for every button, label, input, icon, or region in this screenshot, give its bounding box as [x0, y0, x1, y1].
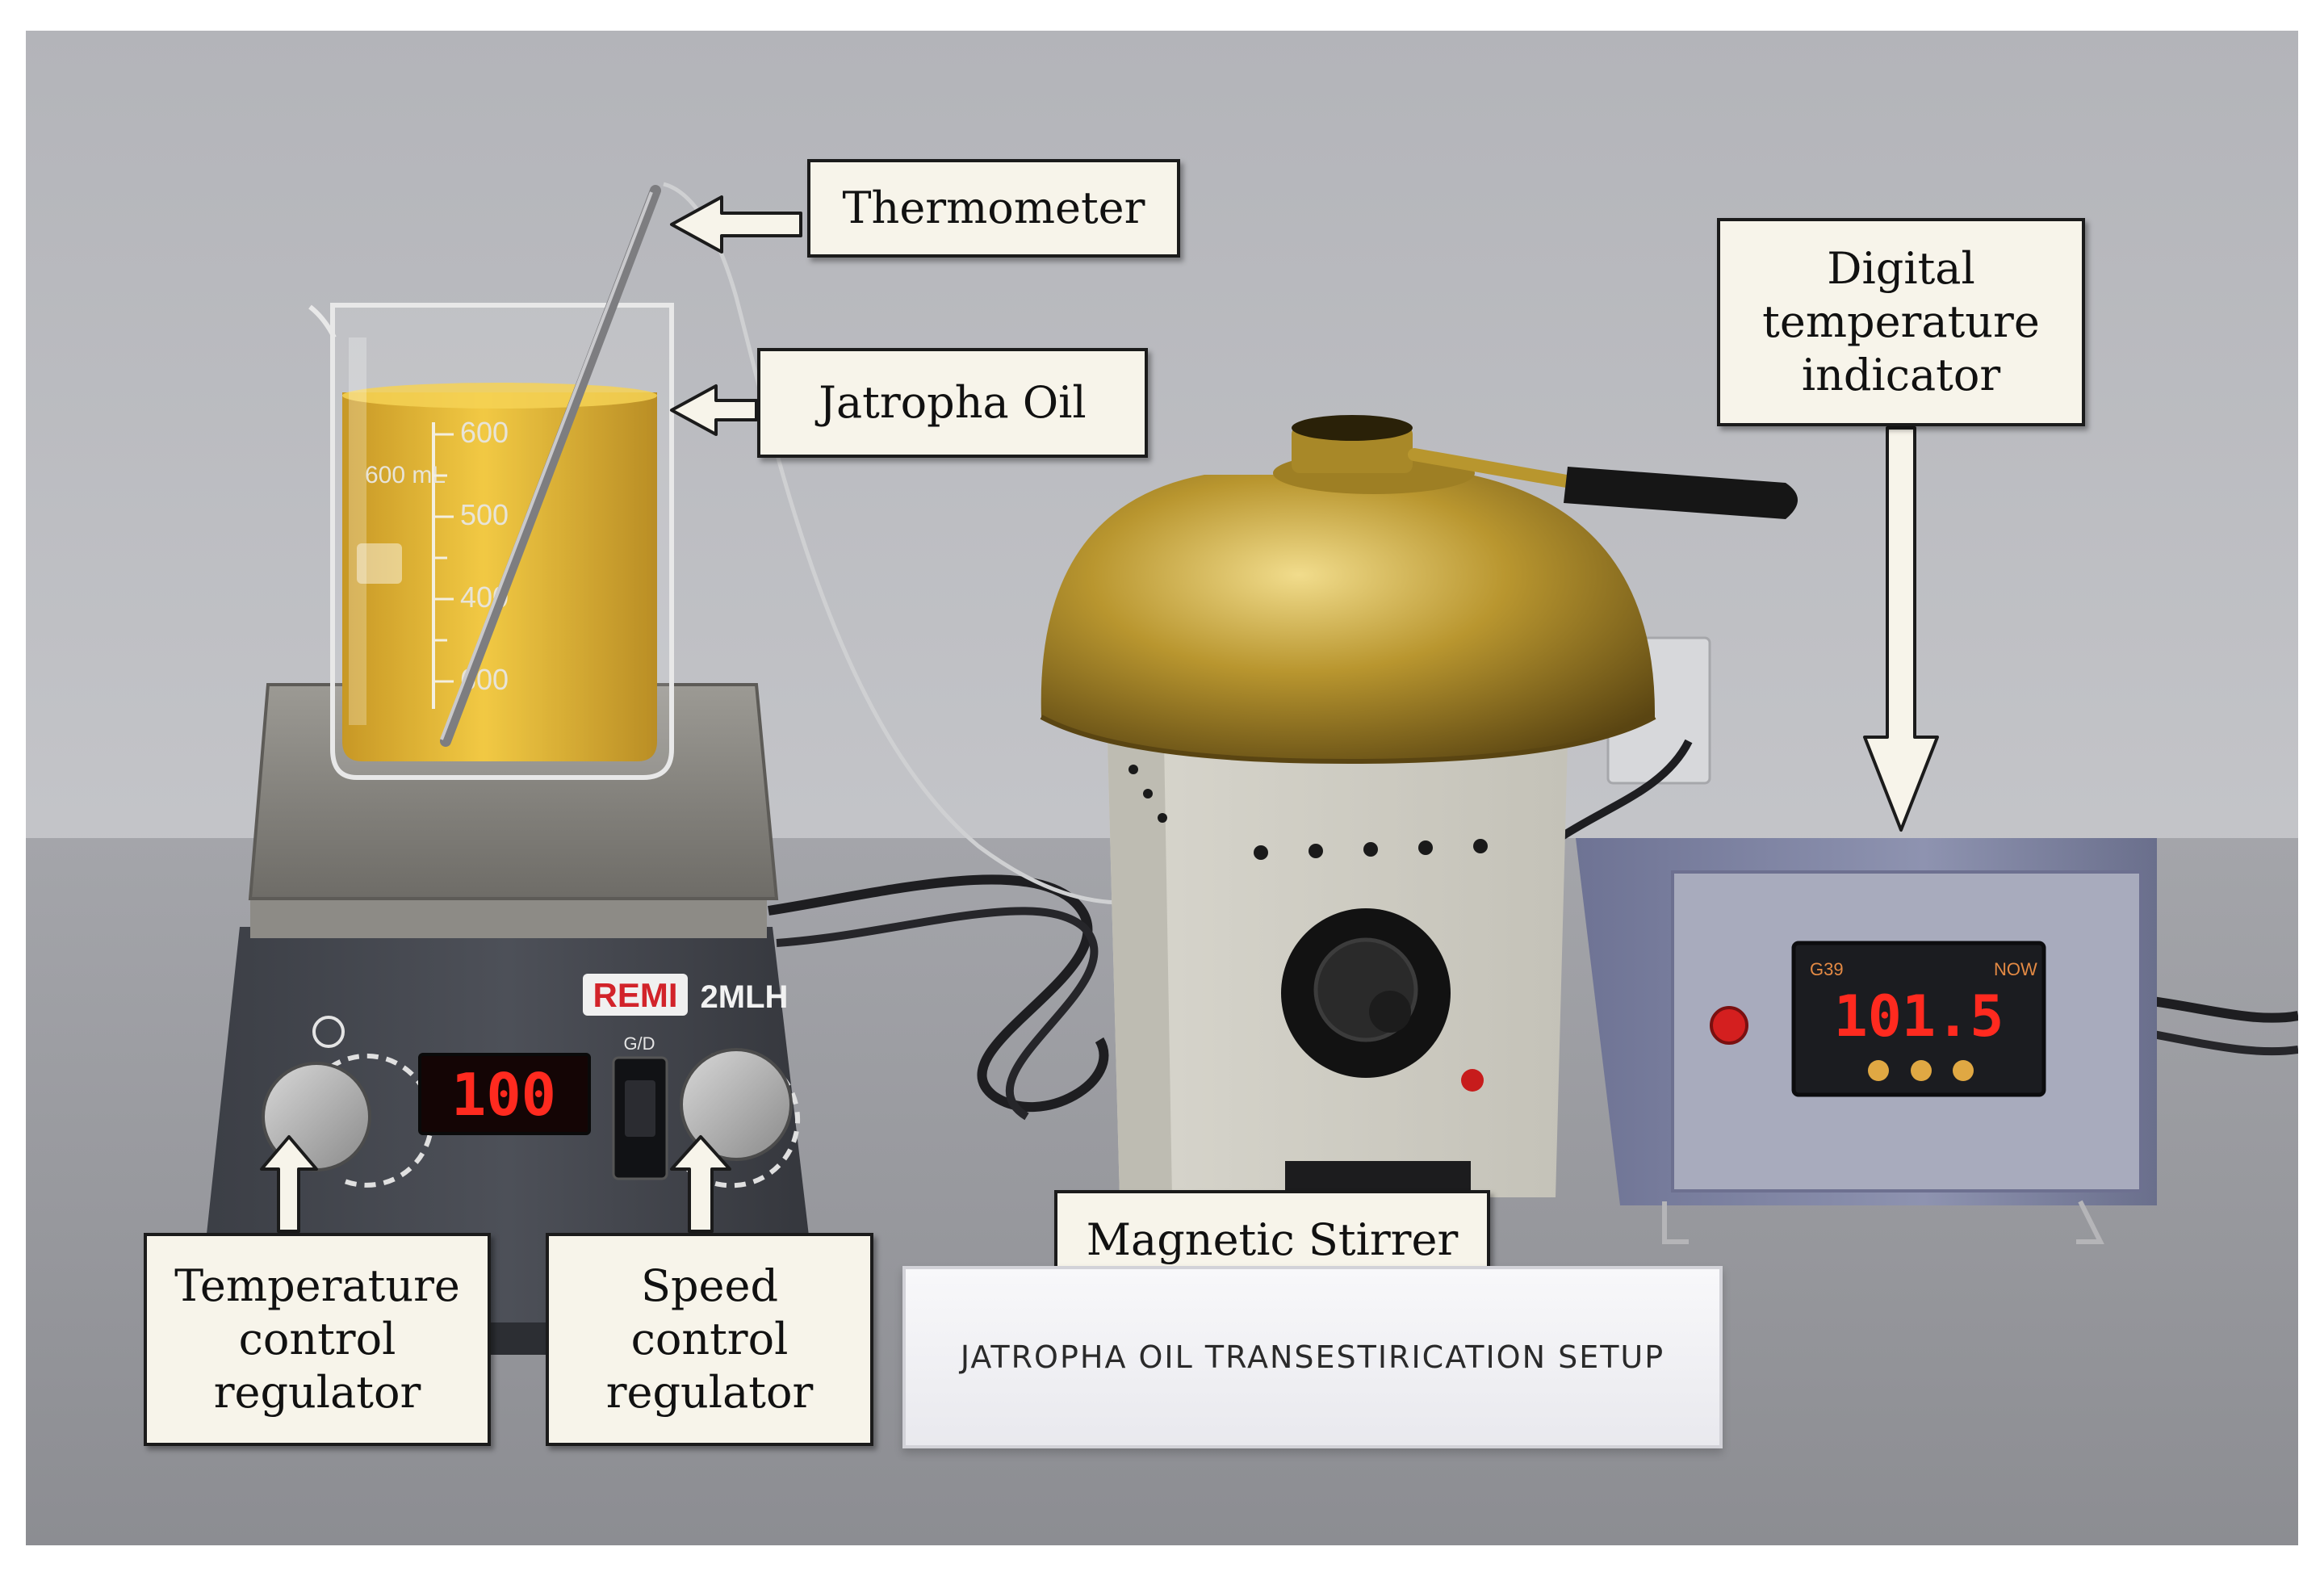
arrow-digital-indicator — [1863, 426, 1939, 832]
cable — [2140, 995, 2298, 1023]
indicator-button[interactable] — [1911, 1060, 1932, 1081]
indicator-button[interactable] — [1953, 1060, 1974, 1081]
hotplate-brand: REMI — [593, 976, 678, 1014]
callout-arrows — [260, 195, 1939, 1233]
power-indicator-icon — [312, 1016, 345, 1048]
indicator-power-light[interactable] — [1710, 1006, 1748, 1045]
speed-knob[interactable] — [680, 1048, 793, 1161]
hotplate-display — [418, 1053, 591, 1135]
hotplate-model: 2MLH — [701, 979, 789, 1015]
setup-title-card: JATROPHA OIL TRANSESTIRICATION SETUP — [902, 1266, 1723, 1448]
callout-temperature-control-regulator: Temperature control regulator — [144, 1233, 491, 1446]
hotplate-display-value: 100 — [451, 1061, 556, 1129]
cable — [2140, 1028, 2298, 1056]
oil — [342, 392, 657, 761]
arrow-jatropha-oil — [670, 384, 758, 436]
hotplate-brand-badge — [583, 974, 688, 1016]
graduation-600: 600 — [460, 416, 509, 449]
indicator-right-tag: NOW — [1994, 959, 2037, 979]
arrow-speed-regulator — [670, 1135, 731, 1233]
dome-handle-rod — [1408, 448, 1582, 489]
thermometer-probe — [440, 185, 661, 747]
indicator-button[interactable] — [1868, 1060, 1889, 1081]
cable — [768, 874, 1109, 1112]
temperature-indicator: G39 NOW 101.5 — [1576, 838, 2157, 1244]
switch-label: G/D — [623, 1033, 655, 1054]
magnetic-stirrer — [1040, 415, 1798, 1218]
beaker: 600 mL 600 500 400 600 — [308, 303, 674, 780]
dome-handle-grip — [1564, 467, 1798, 519]
indicator-display — [1791, 941, 2046, 1097]
stirrer-indicator-light — [1461, 1069, 1484, 1092]
arrow-temp-regulator — [260, 1135, 318, 1233]
brass-dome — [1041, 475, 1656, 761]
cable — [776, 907, 1099, 1121]
graduation-500: 500 — [460, 498, 509, 531]
arrow-thermometer — [670, 195, 802, 254]
callout-speed-control-regulator: Speed control regulator — [546, 1233, 873, 1446]
callout-jatropha-oil: Jatropha Oil — [757, 348, 1148, 458]
callout-digital-temperature-indicator: Digital temperature indicator — [1717, 218, 2085, 426]
indicator-display-value: 101.5 — [1834, 983, 2004, 1050]
beaker-volume-label: 600 mL — [365, 462, 446, 488]
cable — [1557, 739, 1693, 842]
callout-thermometer: Thermometer — [807, 159, 1180, 258]
indicator-left-tag: G39 — [1810, 959, 1844, 979]
